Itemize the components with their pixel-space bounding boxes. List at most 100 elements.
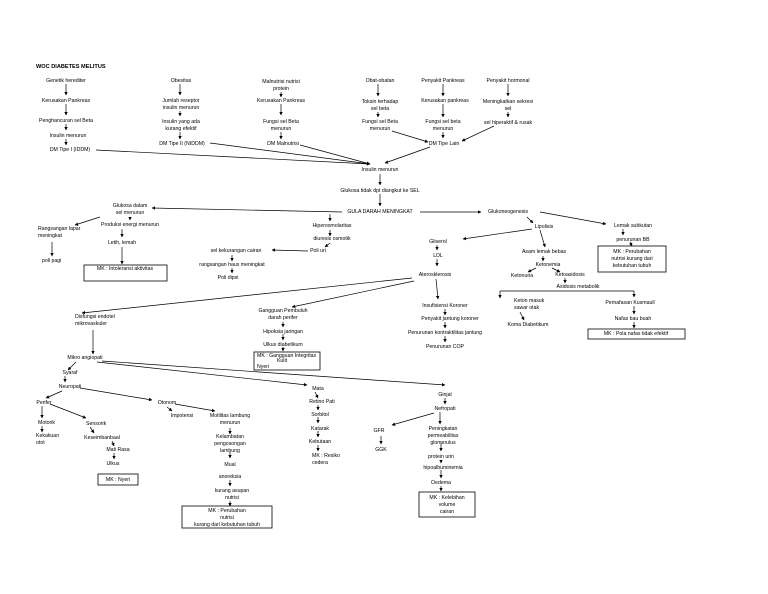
node-penurunan-cop: Penurunan COP [426, 344, 465, 350]
node-disfungsi-1: Disfungsi endotel [75, 314, 115, 320]
edge [271, 248, 309, 252]
node-mk-intoleransi: MK : Intoleransi aktivitas [97, 266, 154, 272]
node-mk-kelebihan-2: volume [439, 502, 456, 508]
node-fungsi-beta-2a: Fungsi sel Beta [362, 119, 398, 125]
node-mk-perubahan-nutrisi-2b: nutrisi [220, 515, 234, 521]
node-impotensi: Impotensi [171, 413, 194, 419]
edge [299, 144, 371, 165]
mk-boxes [83, 245, 686, 529]
box-kelebihan [418, 491, 476, 518]
node-hiperaktif: sel hiperaktif & rusak [484, 120, 533, 126]
node-poli-uri: Poli uri [310, 248, 326, 254]
edge [95, 149, 371, 166]
edge [49, 403, 87, 419]
edge [526, 216, 534, 224]
node-insulin-menurun-2: Insulin menurun [362, 167, 399, 173]
edges [40, 84, 636, 507]
node-mk-pola-nafas: MK : Pola nafas tidak efektif [604, 331, 669, 337]
node-ketoasidosis: Ketoasidosis [555, 272, 585, 278]
node-katarak: Katarak [311, 426, 329, 432]
box-intoleransi [83, 264, 168, 282]
node-nyeri-label: Nyeri [257, 364, 269, 370]
node-kelambatan-2: pengosongan [214, 441, 246, 447]
node-keseimbangan: Keseimbanbaal [84, 435, 120, 441]
node-kerusakan-pankreas-3: Kerusakan pankreas [421, 98, 469, 104]
edge [551, 267, 561, 273]
node-fungsi-beta-3a: Fungsi sel beta [425, 119, 460, 125]
node-peningkatan-permeabilitas-3: glomerulus [430, 440, 456, 446]
box-perubahan-nutrisi-2 [181, 505, 273, 529]
diagram-title: WOC DIABETES MELITUS [36, 64, 106, 70]
node-oedema: Oedema [431, 480, 451, 486]
node-gfr: GFR [374, 428, 385, 434]
node-insulin-efektif-1: Insulin yang ada [162, 119, 200, 125]
edge [74, 216, 101, 226]
edge [527, 267, 537, 273]
node-lipolisis: Lipolisis [535, 224, 554, 230]
node-mk-kelebihan-1: MK : Kelebihan [429, 495, 464, 501]
node-neuropati: Neuropati [59, 384, 82, 390]
node-letih: Letih, lemah [108, 240, 136, 246]
node-sensorik: Sensorik [86, 421, 107, 427]
node-mual-2: anoreksia [219, 474, 242, 480]
edge [435, 278, 440, 300]
node-motilitas-1: Motilitas lambung [210, 413, 250, 419]
node-fungsi-beta-1a: Fungsi sel Beta [263, 119, 299, 125]
node-kekakuan-otot-2: otot [36, 440, 45, 446]
node-mk-perubahan-nutrisi-2c: kurang dari kebutuhan tubuh [194, 522, 260, 528]
node-nefropati: Nefropati [434, 406, 455, 412]
node-mk-resiko-1: MK : Resiko [312, 453, 340, 459]
edge [291, 280, 415, 309]
edge [384, 146, 431, 164]
node-mikro-angiopati: Mikro angiopati [67, 355, 102, 361]
node-disfungsi-2: mikrovaskuler [75, 321, 107, 327]
node-peningkatan-permeabilitas-1: Peningkatan [429, 426, 458, 432]
node-aterosklerosis: Aterosklerosis [419, 272, 452, 278]
node-kekakuan-otot-1: Kekakuan [36, 433, 59, 439]
edge [629, 241, 633, 247]
node-glukosa-dalam-sel-2: sel menurun [116, 210, 145, 216]
edge [79, 387, 153, 402]
node-sel-kekurangan: sel kekurangan cairan [211, 248, 262, 254]
node-obat: Obat-obatan [366, 78, 395, 84]
node-asidosis: Asidosis metabolik [557, 284, 600, 290]
node-retino-pati: Retino Pati [309, 399, 334, 405]
node-mk-perubahan-nutrisi-1c: kebutuhan tubuh [613, 263, 652, 269]
edge [324, 242, 331, 248]
node-dm1: DM Tipe I (IDDM) [50, 147, 91, 153]
node-protein-urin: protein urin [428, 454, 454, 460]
node-mk-perubahan-nutrisi-2a: MK : Perubahan [208, 508, 246, 514]
node-gangguan-pembuluh-2: darah perifer [268, 315, 298, 321]
node-sorbitol: Sorbitol [311, 412, 329, 418]
node-motorik: Motorik [38, 420, 55, 426]
node-fungsi-beta-1b: menurun [271, 126, 292, 132]
node-pernafasan-kussmaul: Pernafasan Kusmaull [605, 300, 654, 306]
node-ginjal: Ginjal [438, 392, 451, 398]
node-mual-1: Mual [224, 462, 235, 468]
node-toksin-2: sel beta [371, 106, 389, 112]
edge [89, 426, 95, 434]
node-mk-nyeri: MK : Nyeri [106, 477, 130, 483]
node-hipoalbuminemia: hipoalbuminemia [423, 465, 462, 471]
node-glukosa-dalam-sel-1: Glukosa dalam [113, 203, 148, 209]
node-penurunan-bb: penurunan BB [616, 237, 650, 243]
node-asam-lemak: Asam lemak bebas [522, 249, 567, 255]
edge [101, 360, 446, 387]
node-keton-masuk-2: sawar otak [514, 305, 539, 311]
node-meningkatkan-sekresi-1: Meningkatkan sekresi [483, 99, 533, 105]
edge [391, 412, 435, 426]
node-rangsangan-haus: rangsangan haus meningkat [199, 262, 265, 268]
node-insufisiensi: Insufisiensi Koroner [422, 303, 468, 309]
node-motilitas-2: menurun [220, 420, 241, 426]
node-hipoksia: Hipoksia jaringan [263, 329, 303, 335]
node-ggk: GGK [375, 447, 387, 453]
node-obesitas: Obesitas [171, 78, 192, 84]
node-fungsi-beta-2b: menurun [370, 126, 391, 132]
edge [174, 403, 216, 413]
node-rangsangan-lapar-1: Rangsangan lapar [38, 226, 81, 232]
node-labels: Genetik herediter Kerusakan Pankreas Pen… [36, 78, 669, 528]
edge [166, 406, 173, 412]
edge [209, 142, 371, 166]
node-peningkatan-permeabilitas-2: permeabilitas [428, 433, 459, 439]
box-nyeri [97, 473, 139, 486]
